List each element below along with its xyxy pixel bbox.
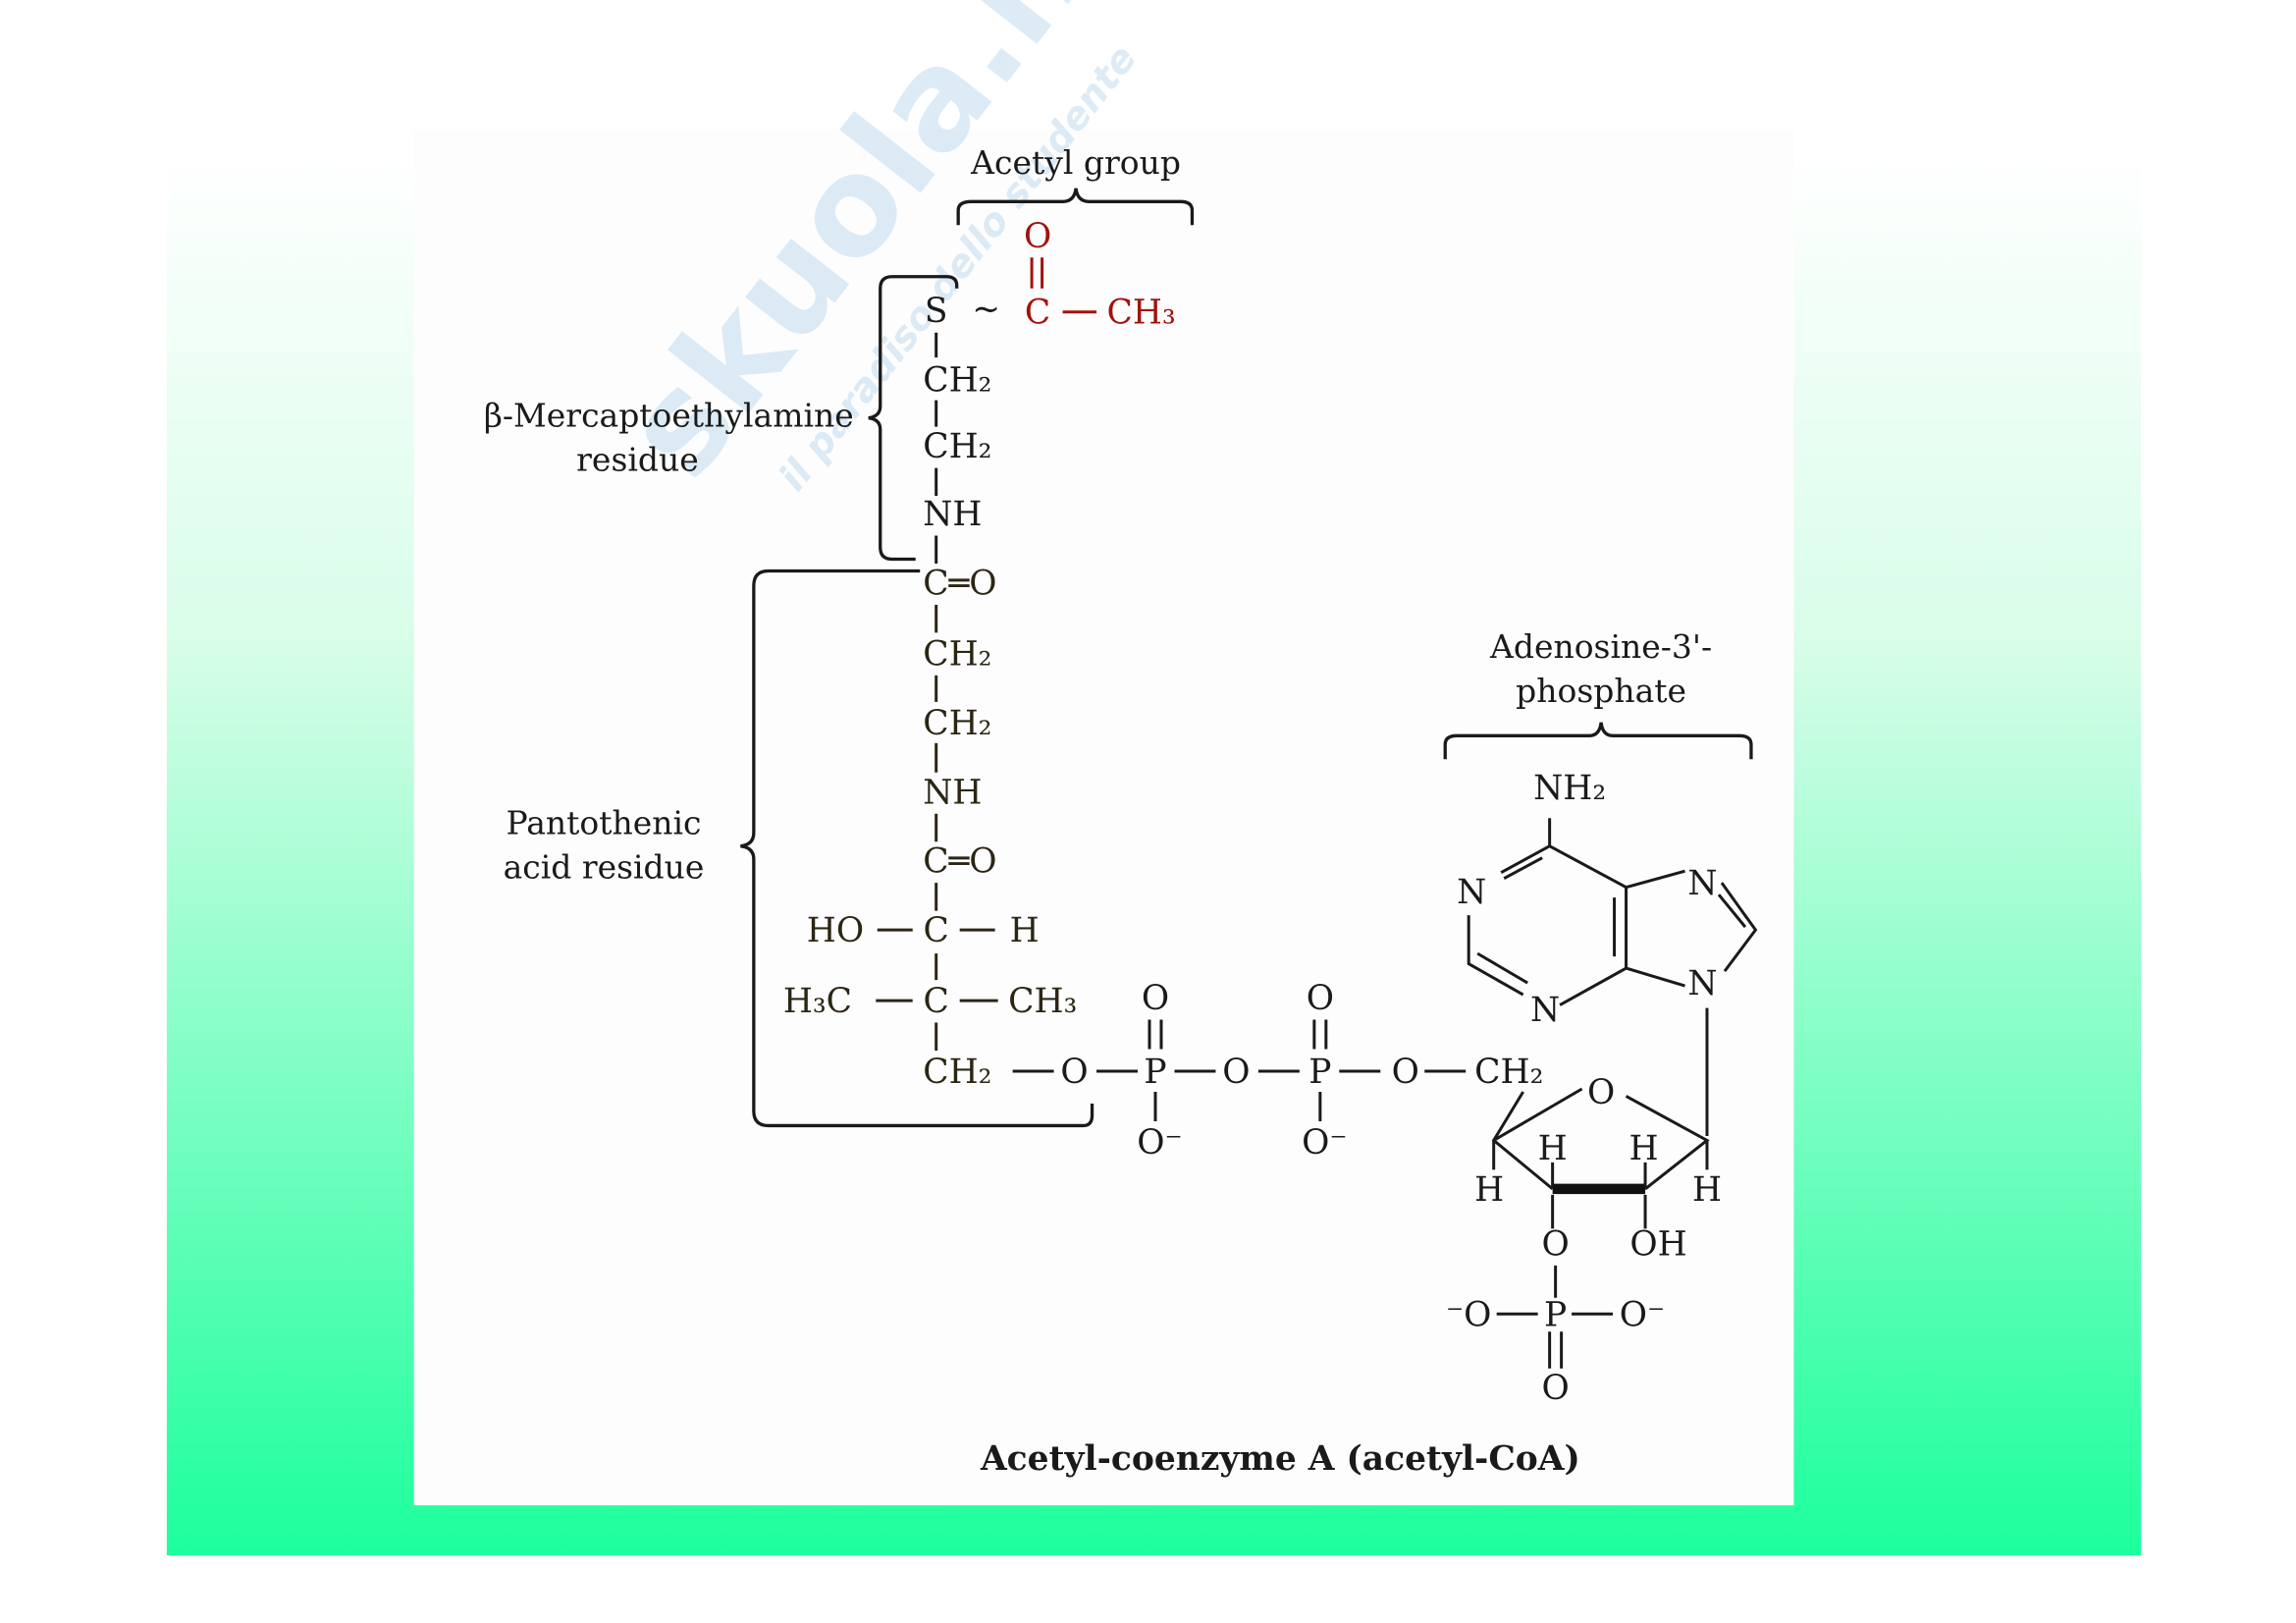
atom-CH2: CH₂ <box>923 1053 991 1092</box>
atom-H: H <box>1010 911 1040 950</box>
atom-N: N <box>1687 864 1717 903</box>
atom-N: N <box>1457 873 1486 912</box>
atom-O: O <box>1060 1053 1088 1092</box>
atom-P: P <box>1308 1053 1331 1092</box>
pantothenic-label-2: acid residue <box>504 848 705 887</box>
atom-CH3: CH₃ <box>1008 982 1077 1021</box>
atom-O: O <box>1541 1369 1569 1408</box>
white-panel <box>413 129 1794 1506</box>
atom-carbonyl: C═O <box>923 842 996 882</box>
atom-O-minus: ⁻O <box>1446 1295 1491 1334</box>
atom-CH2: CH₂ <box>923 361 991 401</box>
atom-N: N <box>1530 991 1560 1030</box>
atom-CH2: CH₂ <box>923 427 991 466</box>
figure-caption: Acetyl-coenzyme A (acetyl-CoA) <box>980 1439 1580 1479</box>
acetyl-C: C <box>1025 294 1050 333</box>
atom-CH2: CH₂ <box>923 704 991 743</box>
pantothenic-label-1: Pantothenic <box>507 804 702 842</box>
atom-NH2: NH₂ <box>1533 769 1606 808</box>
atom-O: O <box>1142 979 1169 1018</box>
atom-P: P <box>1144 1053 1166 1092</box>
atom-S: S <box>925 292 948 331</box>
atom-CH2: CH₂ <box>1474 1053 1543 1092</box>
atom-H3C: H₃C <box>783 982 852 1021</box>
atom-H: H <box>1692 1170 1722 1210</box>
atom-NH: NH <box>923 773 982 812</box>
thioester-tilde: ~ <box>972 291 1000 330</box>
atom-carbonyl: C═O <box>923 564 996 603</box>
atom-O-minus: O⁻ <box>1302 1123 1347 1163</box>
mercapto-label-1: β-Mercaptoethylamine <box>484 397 854 435</box>
atom-O-minus: O⁻ <box>1137 1123 1182 1163</box>
atom-H: H <box>1474 1170 1504 1210</box>
adenosine-label-1: Adenosine-3'- <box>1489 627 1712 666</box>
atom-C: C <box>924 982 949 1021</box>
ribose-ring: O H H H H O OH P ⁻O O⁻ O <box>1446 1073 1722 1408</box>
acetyl-O: O <box>1024 217 1051 256</box>
mercapto-brace <box>868 275 959 562</box>
atom-O-minus: O⁻ <box>1620 1295 1665 1334</box>
atom-O: O <box>1392 1053 1419 1092</box>
pantothenic-brace <box>740 568 1095 1128</box>
pantetheine-chain: S CH₂ CH₂ NH C═O CH₂ CH₂ NH C═O HO C H H… <box>783 292 1078 1092</box>
atom-CH2: CH₂ <box>923 634 991 674</box>
pyrophosphate: O P O O⁻ O P O O⁻ O CH₂ <box>1012 979 1543 1163</box>
atom-O: O <box>1541 1224 1569 1264</box>
atom-O: O <box>1307 979 1334 1018</box>
atom-H: H <box>1538 1129 1568 1168</box>
mercapto-label-2: residue <box>576 441 699 479</box>
atom-NH: NH <box>923 495 982 534</box>
atom-N: N <box>1687 964 1717 1003</box>
adenosine-label-2: phosphate <box>1516 672 1686 710</box>
atom-C: C <box>924 911 949 950</box>
atom-O: O <box>1587 1073 1615 1112</box>
adenosine-brace <box>1443 722 1753 760</box>
atom-O: O <box>1222 1053 1250 1092</box>
atom-P: P <box>1544 1295 1567 1334</box>
acetyl-brace <box>956 188 1195 226</box>
atom-H: H <box>1629 1129 1659 1168</box>
acetyl-group-label: Acetyl group <box>970 143 1181 182</box>
atom-HO: HO <box>807 911 864 950</box>
adenine-ring: NH₂ N N N N <box>1457 769 1758 1136</box>
acetyl-CH3: CH₃ <box>1107 294 1176 333</box>
atom-OH: OH <box>1629 1224 1686 1264</box>
